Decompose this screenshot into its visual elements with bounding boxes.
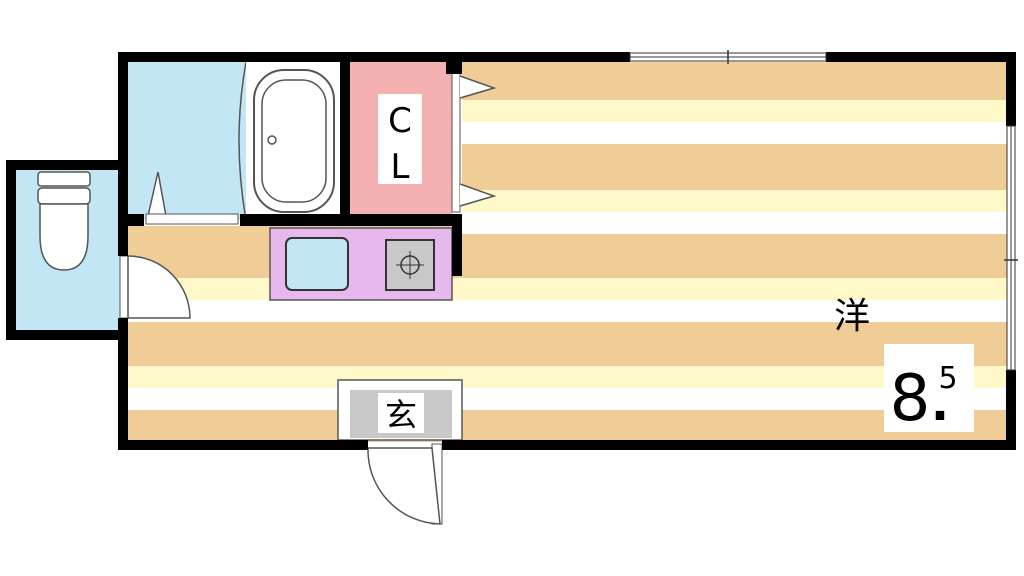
curtain-line (238, 61, 247, 221)
walls (6, 52, 1016, 450)
top-window (629, 50, 827, 64)
room-size-dot: . (931, 376, 949, 432)
stove-burner-icon (385, 239, 435, 291)
western-room-floor (462, 62, 1008, 442)
closet-label-c: C (388, 101, 412, 141)
room-label: 洋 (834, 296, 870, 337)
bathtub-icon (253, 69, 335, 213)
entrance-door-swing (367, 443, 443, 525)
closet: C L (348, 62, 452, 218)
door-threshold (145, 213, 239, 225)
room-size-fraction: 5 (938, 361, 957, 396)
kitchen-counter (269, 227, 453, 301)
washroom (128, 62, 246, 220)
toilet-icon (37, 171, 91, 271)
room-size: 8 5 . (884, 344, 974, 436)
entrance: 玄 (337, 379, 463, 441)
entrance-label: 玄 (385, 396, 417, 434)
closet-label-l: L (391, 147, 410, 187)
room-size-main: 8 (890, 362, 931, 436)
bathroom (246, 62, 342, 218)
right-window (1004, 125, 1018, 371)
closet-doors (451, 71, 497, 213)
sink-icon (285, 237, 349, 291)
toilet-room (14, 168, 124, 332)
